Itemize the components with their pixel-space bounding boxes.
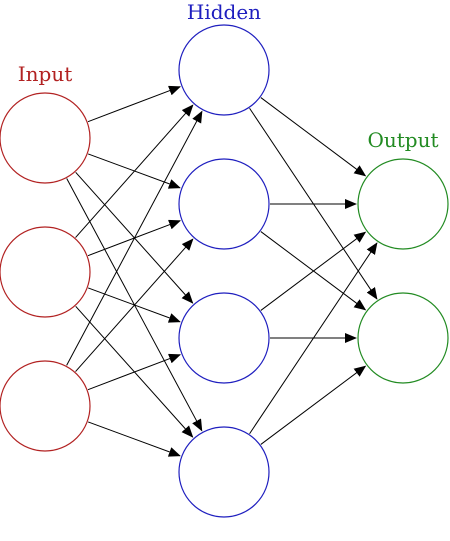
output-layer-label: Output [367, 128, 438, 152]
edge-input3-to-hidden4 [87, 421, 181, 457]
nodes-group [0, 24, 449, 518]
edge-hidden4-to-output1 [249, 242, 378, 435]
input-node-1 [0, 92, 91, 184]
hidden-node-4 [178, 426, 270, 518]
edge-hidden3-to-output1 [260, 231, 367, 311]
edge-input3-to-hidden3 [87, 353, 181, 391]
edge-input3-to-hidden1 [66, 110, 203, 366]
output-node-1 [357, 158, 449, 250]
edge-hidden1-to-output1 [260, 97, 367, 177]
connections-group [66, 85, 378, 457]
edge-input3-to-hidden2 [75, 238, 194, 372]
edge-hidden4-to-output2 [260, 365, 367, 445]
output-node-2 [357, 292, 449, 384]
input-node-2 [0, 226, 91, 318]
edge-input2-to-hidden1 [75, 104, 194, 238]
input-node-3 [0, 360, 91, 452]
hidden-node-3 [178, 292, 270, 384]
hidden-node-2 [178, 158, 270, 250]
edge-input1-to-hidden1 [87, 85, 181, 123]
hidden-node-1 [178, 24, 270, 116]
hidden-layer-label: Hidden [187, 0, 261, 24]
input-layer-label: Input [18, 62, 73, 86]
